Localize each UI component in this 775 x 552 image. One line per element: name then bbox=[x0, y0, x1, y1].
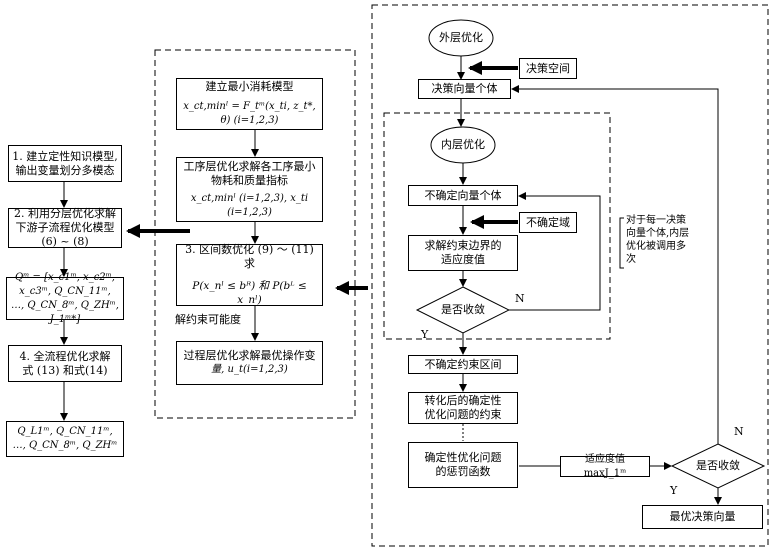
process-line2: 物耗和质量指标 bbox=[211, 173, 288, 187]
result-box: Q_L1ᵐ, Q_CN_11ᵐ, …, Q_CN_8ᵐ, Q_ZHᵐ bbox=[6, 421, 124, 457]
interval-title: 3. 区间数优化 (9) ～ (11) 求 bbox=[185, 243, 314, 270]
q-vector-line2: …, Q_CN_8ᵐ, Q_ZHᵐ, J_1ᵐ*] bbox=[11, 299, 119, 325]
inner-n-label: N bbox=[515, 292, 525, 305]
note-line3: 优化被调用多 bbox=[626, 241, 686, 252]
step1-line2: 输出变量划分多模态 bbox=[15, 163, 115, 177]
step2-line1: 2. 利用分层优化求解 bbox=[14, 207, 116, 220]
note-line1: 对于每一决策 bbox=[626, 215, 686, 226]
fitness-bounds-line2: 适应度值 bbox=[441, 253, 485, 266]
process-opt-line1: 过程层优化求解最优操作变 bbox=[183, 349, 316, 362]
outer-loop-feedback bbox=[511, 85, 719, 444]
process-box: 工序层优化求解各工序最小 物耗和质量指标 x_ct,minˡ (i=1,2,3)… bbox=[176, 157, 323, 222]
uncertain-domain-box: 不确定域 bbox=[519, 212, 577, 233]
transformed-line1: 转化后的确定性 bbox=[424, 394, 502, 407]
result-text: Q_L1ᵐ, Q_CN_11ᵐ, …, Q_CN_8ᵐ, Q_ZHᵐ bbox=[12, 426, 118, 451]
optimal-box: 最优决策向量 bbox=[642, 505, 763, 529]
penalty-line1: 确定性优化问题 bbox=[424, 451, 502, 464]
model-title: 建立最小消耗模型 bbox=[205, 80, 294, 93]
uncertain-interval-text: 不确定约束区间 bbox=[424, 357, 502, 371]
inner-opt-label: 内层优化 bbox=[441, 138, 485, 151]
outer-converge-label: 是否收敛 bbox=[696, 459, 740, 472]
step2-line2: 下游子流程优化模型 bbox=[15, 221, 115, 234]
inner-converge-label: 是否收敛 bbox=[441, 303, 485, 316]
transformed-line2: 优化问题的约束 bbox=[424, 408, 502, 421]
decision-individual-text: 决策向量个体 bbox=[431, 82, 498, 95]
note-line4: 次 bbox=[626, 254, 636, 265]
interval-formula: P(x_nˡ ≤ bᴿ) 和 P(bᴸ ≤ x_nˡ) bbox=[192, 280, 307, 306]
fitness-value-text: 适应度值 maxJ_1ᵐ bbox=[583, 453, 627, 479]
penalty-line2: 的惩罚函数 bbox=[435, 465, 491, 478]
inner-y-label: Y bbox=[421, 328, 429, 341]
uncertain-domain-text: 不确定域 bbox=[526, 215, 570, 229]
outer-dashed-frame bbox=[371, 4, 769, 547]
interval-box: 3. 区间数优化 (9) ～ (11) 求 P(x_nˡ ≤ bᴿ) 和 P(b… bbox=[176, 243, 323, 306]
fitness-value-box: 适应度值 maxJ_1ᵐ bbox=[560, 454, 650, 479]
fitness-bounds-box: 求解约束边界的 适应度值 bbox=[408, 235, 518, 271]
uncertain-individual-box: 不确定向量个体 bbox=[408, 185, 518, 206]
decision-space-text: 决策空间 bbox=[526, 61, 570, 75]
q-vector-box: Qᵐ = [x_c1ᵐ, x_c2ᵐ, x_c3ᵐ, Q_CN_11ᵐ, …, … bbox=[6, 272, 124, 325]
outer-n-label: N bbox=[734, 425, 744, 438]
process-opt-box: 过程层优化求解最优操作变 量, u_t(i=1,2,3) bbox=[176, 341, 323, 385]
inner-loop-feedback bbox=[509, 192, 601, 311]
middle-dashed-frame bbox=[154, 49, 356, 419]
model-formula: x_ct,minˡ = F_tᵐ(x_ti, z_t*, θ) (i=1,2,3… bbox=[183, 101, 316, 126]
outer-opt-label: 外层优化 bbox=[439, 31, 483, 44]
uncertain-interval-box: 不确定约束区间 bbox=[408, 355, 518, 374]
note-text: 对于每一决策 向量个体,内层 优化被调用多 次 bbox=[626, 214, 690, 266]
note-line2: 向量个体,内层 bbox=[626, 228, 690, 239]
feasibility-label: 解约束可能度 bbox=[175, 313, 241, 326]
q-vector-line1: Qᵐ = [x_c1ᵐ, x_c2ᵐ, x_c3ᵐ, Q_CN_11ᵐ, bbox=[15, 271, 115, 297]
step1-line1: 1. 建立定性知识模型, bbox=[12, 149, 118, 163]
optimal-text: 最优决策向量 bbox=[669, 510, 736, 523]
inner-dashed-frame bbox=[383, 112, 611, 340]
step1-box: 1. 建立定性知识模型, 输出变量划分多模态 bbox=[8, 145, 122, 182]
step4-line2: 式 (13) 和式(14) bbox=[22, 363, 108, 377]
step2-box: 2. 利用分层优化求解 下游子流程优化模型 (6) ~ (8) bbox=[8, 207, 122, 248]
decision-individual-box: 决策向量个体 bbox=[418, 79, 511, 99]
uncertain-individual-text: 不确定向量个体 bbox=[424, 188, 502, 202]
step4-box: 4. 全流程优化求解 式 (13) 和式(14) bbox=[8, 345, 122, 382]
step2-line3: (6) ~ (8) bbox=[41, 235, 89, 248]
process-formula: x_ct,minˡ (i=1,2,3), x_ti (i=1,2,3) bbox=[190, 192, 309, 218]
outer-y-label: Y bbox=[670, 484, 678, 497]
step4-line1: 4. 全流程优化求解 bbox=[19, 349, 111, 363]
process-line1: 工序层优化求解各工序最小 bbox=[183, 159, 316, 173]
note-bracket bbox=[619, 217, 624, 269]
process-opt-line2: 量, u_t(i=1,2,3) bbox=[211, 364, 288, 375]
penalty-box: 确定性优化问题 的惩罚函数 bbox=[408, 442, 518, 488]
transformed-box: 转化后的确定性 优化问题的约束 bbox=[408, 392, 518, 424]
decision-space-box: 决策空间 bbox=[519, 58, 577, 79]
model-box: 建立最小消耗模型 x_ct,minˡ = F_tᵐ(x_ti, z_t*, θ)… bbox=[176, 78, 323, 130]
fitness-bounds-line1: 求解约束边界的 bbox=[424, 239, 502, 252]
